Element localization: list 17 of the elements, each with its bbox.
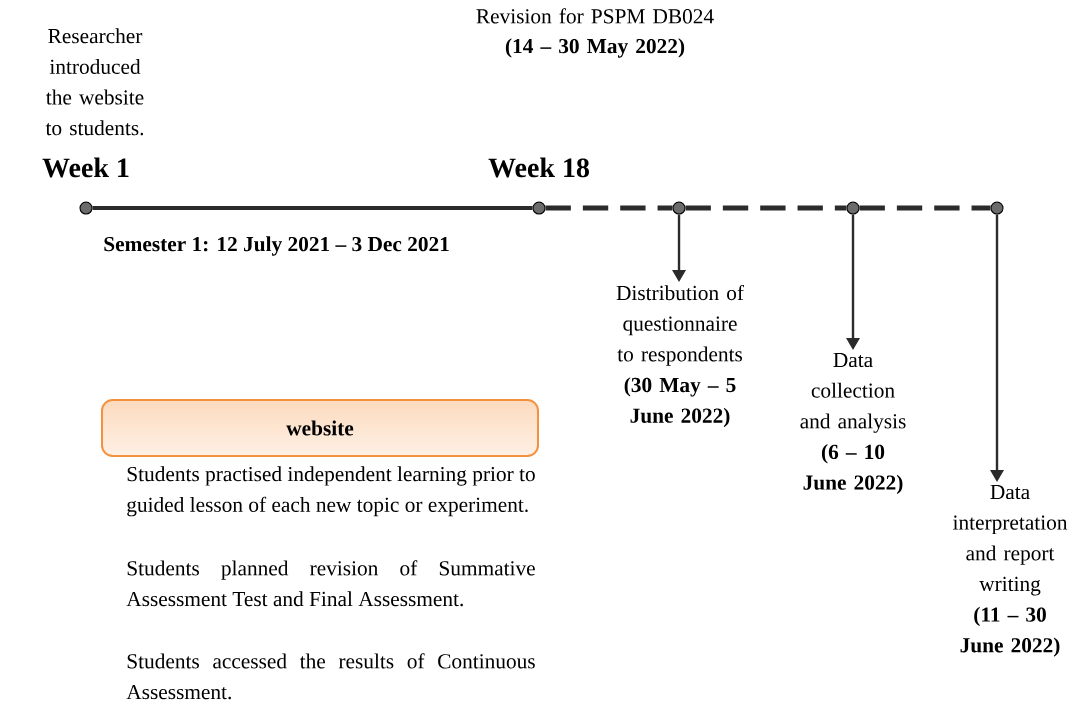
timeline-line <box>92 206 533 210</box>
paragraph: Students accessed the results of Continuous Assessment. <box>126 653 535 700</box>
dashed-timeline-line <box>859 205 991 211</box>
week-label: Week 18 <box>488 157 589 178</box>
week-label: Week 1 <box>42 157 129 178</box>
paragraph: Students planned revision of Summative Assessment Test and Final Assessment. <box>126 560 535 607</box>
step-text: Data collection and analysis (6 – 10 June 2022) <box>800 352 906 495</box>
note-text: (14 – 30 May 2022) <box>505 38 685 58</box>
note-text: Researcher introduced the website to students. <box>45 28 144 136</box>
step-text: Distribution of questionnaire to respondents (30 May – 5 June 2022) <box>616 284 744 428</box>
dashed-timeline-line <box>545 205 673 211</box>
paragraph: Students practised independent learning prior to guided lesson of each new topic or experiment. <box>127 466 535 517</box>
step-text: Data interpretation and report writing (11 – 30 June 2022) <box>953 484 1068 657</box>
note-text: Semester 1: 12 July 2021 – 3 Dec 2021 <box>104 236 449 256</box>
dashed-timeline-line <box>685 205 847 211</box>
title-box: website <box>101 399 539 457</box>
note-text: Revision for PSPM DB024 <box>476 8 714 24</box>
